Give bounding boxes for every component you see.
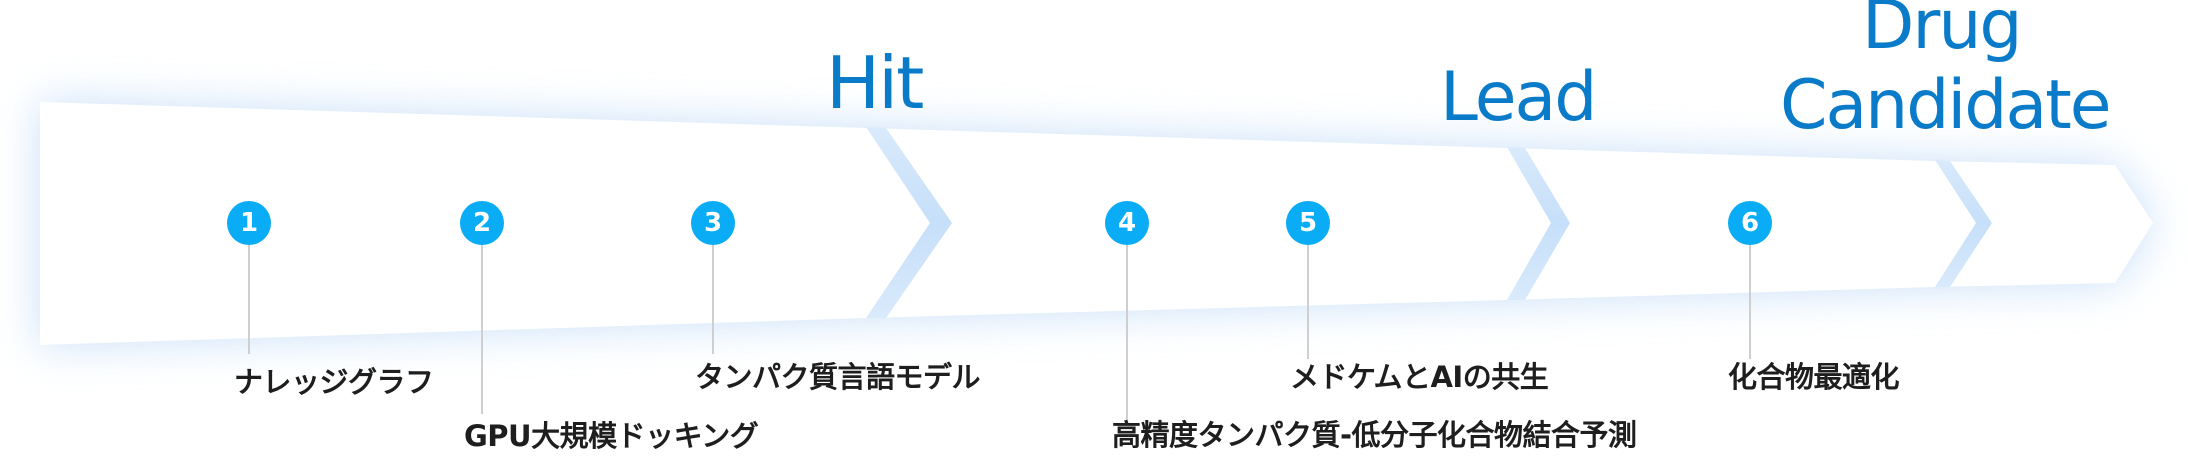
- step-badge-5: 5: [1286, 201, 1330, 245]
- leader-line-1: [248, 234, 250, 354]
- step-label-5: メドケムとAIの共生: [1290, 360, 1549, 394]
- leader-line-2: [481, 234, 483, 414]
- arrow-body: [40, 102, 2153, 345]
- stage-label-hit: Hit: [826, 41, 924, 125]
- step-badge-4: 4: [1105, 201, 1149, 245]
- stage-label-lead: Lead: [1440, 58, 1597, 137]
- leader-line-3: [712, 234, 714, 354]
- step-label-3: タンパク質言語モデル: [695, 360, 981, 394]
- leader-line-4: [1126, 234, 1128, 422]
- step-label-2: GPU大規模ドッキング: [464, 419, 759, 453]
- stage-label-candidate: Candidate: [1780, 66, 2112, 145]
- leader-line-6: [1749, 234, 1751, 359]
- step-badge-2: 2: [460, 201, 504, 245]
- stage-label-drug: Drug: [1862, 0, 2023, 65]
- step-badge-3: 3: [691, 201, 735, 245]
- step-label-6: 化合物最適化: [1728, 360, 1900, 394]
- step-badge-1: 1: [227, 201, 271, 245]
- leader-line-5: [1307, 234, 1309, 359]
- chevron-separator-hit: [866, 127, 952, 318]
- step-label-4: 高精度タンパク質-低分子化合物結合予測: [1112, 418, 1637, 452]
- chevron-separator-candidate: [1935, 160, 1992, 287]
- chevron-separator-lead: [1507, 147, 1570, 300]
- step-badge-6: 6: [1728, 201, 1772, 245]
- step-label-1: ナレッジグラフ: [234, 365, 434, 399]
